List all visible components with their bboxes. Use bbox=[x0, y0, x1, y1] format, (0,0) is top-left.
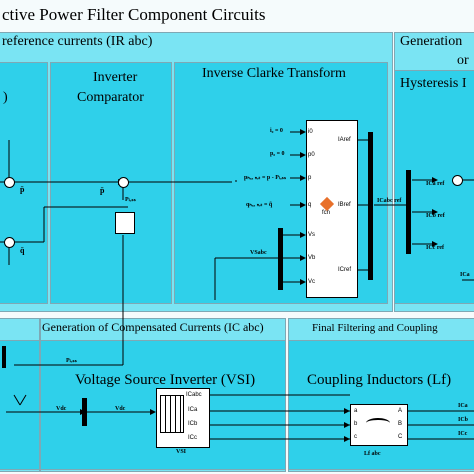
vdc-bar bbox=[82, 398, 87, 426]
hysteresis-header: Generation bbox=[400, 34, 463, 49]
output-icb: ICb bbox=[458, 417, 469, 423]
vsi-port-icabc: ICabc bbox=[186, 392, 202, 398]
icabc-ref-label: ICabc ref bbox=[377, 198, 402, 204]
iref-mux-bar bbox=[368, 132, 373, 280]
vsabc-label: VSabc bbox=[250, 250, 267, 256]
const-i0-label: i₀ = 0 bbox=[270, 128, 283, 134]
lf-port-c: c bbox=[354, 434, 357, 440]
q-bar-label: q̄ bbox=[20, 246, 25, 255]
ploss-label: Pₗₒₛₛ bbox=[125, 197, 136, 203]
lf-port-A: A bbox=[398, 408, 403, 414]
hysteresis-or: or bbox=[457, 53, 469, 68]
diagram-title: ctive Power Filter Component Circuits bbox=[2, 5, 266, 24]
inverter-comparator-panel bbox=[50, 62, 172, 304]
inductor-coil-icon bbox=[366, 418, 390, 428]
fcn-port-vs: Vs bbox=[308, 232, 316, 238]
inverter-comparator-title-line2: Comparator bbox=[77, 90, 144, 105]
vsi-label: VSI bbox=[176, 449, 187, 455]
inverter-comparator-title-line1: Inverter bbox=[93, 70, 138, 85]
lf-port-C: C bbox=[398, 434, 403, 440]
vs-demux-bar bbox=[278, 228, 283, 290]
fcn-port-vb: Vb bbox=[308, 255, 316, 261]
sum-junction-p bbox=[4, 177, 15, 188]
inverse-clarke-title: Inverse Clarke Transform bbox=[202, 66, 346, 81]
fcn-port-ibref: IBref bbox=[338, 202, 351, 208]
vsi-title: Voltage Source Inverter (VSI) bbox=[75, 372, 256, 388]
lf-port-a: a bbox=[354, 408, 358, 414]
left-lower-bar bbox=[2, 346, 6, 368]
p-bar-label-2: p̄ bbox=[100, 186, 105, 195]
vsi-bridge-icon bbox=[160, 395, 184, 433]
output-ica: ICa bbox=[458, 403, 468, 409]
fcn-label: fcn bbox=[322, 210, 331, 216]
lf-abc-label: Lf abc bbox=[364, 451, 381, 457]
vsi-port-icc: ICc bbox=[188, 435, 197, 441]
lf-port-b: b bbox=[354, 421, 358, 427]
ica-ref-label: ICa ref bbox=[426, 181, 445, 187]
ica-label: ICa bbox=[460, 272, 470, 278]
fcn-port-icref: ICref bbox=[338, 267, 352, 273]
left-subpanel-title: ) bbox=[3, 90, 8, 105]
comparator-switch-block bbox=[115, 212, 135, 234]
const-p-label: pₕₐₓ ₙₑₜ = p - Pₗₒₛₛ bbox=[244, 175, 287, 181]
coupling-title: Coupling Inductors (Lf) bbox=[307, 372, 452, 388]
fcn-port-q: q bbox=[308, 202, 312, 208]
fcn-block bbox=[306, 120, 358, 298]
icb-ref-label: ICb ref bbox=[426, 213, 445, 219]
compensated-header: Generation of Compensated Currents (IC a… bbox=[42, 320, 264, 334]
p-bar-label: p̄ bbox=[20, 185, 25, 194]
vsi-port-icb: ICb bbox=[188, 421, 198, 427]
fcn-port-iaref: IAref bbox=[338, 137, 351, 143]
sum-junction-ploss bbox=[118, 177, 129, 188]
vsi-port-ica: ICa bbox=[188, 407, 198, 413]
fcn-port-p: p bbox=[308, 175, 312, 181]
fcn-port-i0: i0 bbox=[308, 129, 313, 135]
reference-currents-header: reference currents (IR abc) bbox=[2, 34, 153, 49]
const-p0-label: p₀ = 0 bbox=[270, 151, 285, 157]
output-icc: ICc bbox=[458, 431, 468, 437]
const-q-label: qₕₐₓ ₙₑₜ = q̃ bbox=[246, 202, 273, 208]
filtering-header: Final Filtering and Coupling bbox=[312, 322, 438, 334]
lf-port-B: B bbox=[398, 421, 403, 427]
fcn-port-p0: p0 bbox=[308, 152, 315, 158]
iref-demux-bar bbox=[406, 170, 411, 254]
vsi-ploss-label: Pₗₒₛₛ bbox=[66, 358, 77, 364]
vdc-label-2: Vdc bbox=[115, 406, 126, 412]
fcn-port-vc: Vc bbox=[308, 279, 316, 285]
vdc-label-1: Vdc bbox=[56, 406, 67, 412]
hysteresis-title: Hysteresis I bbox=[400, 76, 467, 91]
sum-junction-q bbox=[4, 237, 15, 248]
hysteresis-sum-junction bbox=[452, 175, 463, 186]
icc-ref-label: ICc ref bbox=[426, 245, 445, 251]
